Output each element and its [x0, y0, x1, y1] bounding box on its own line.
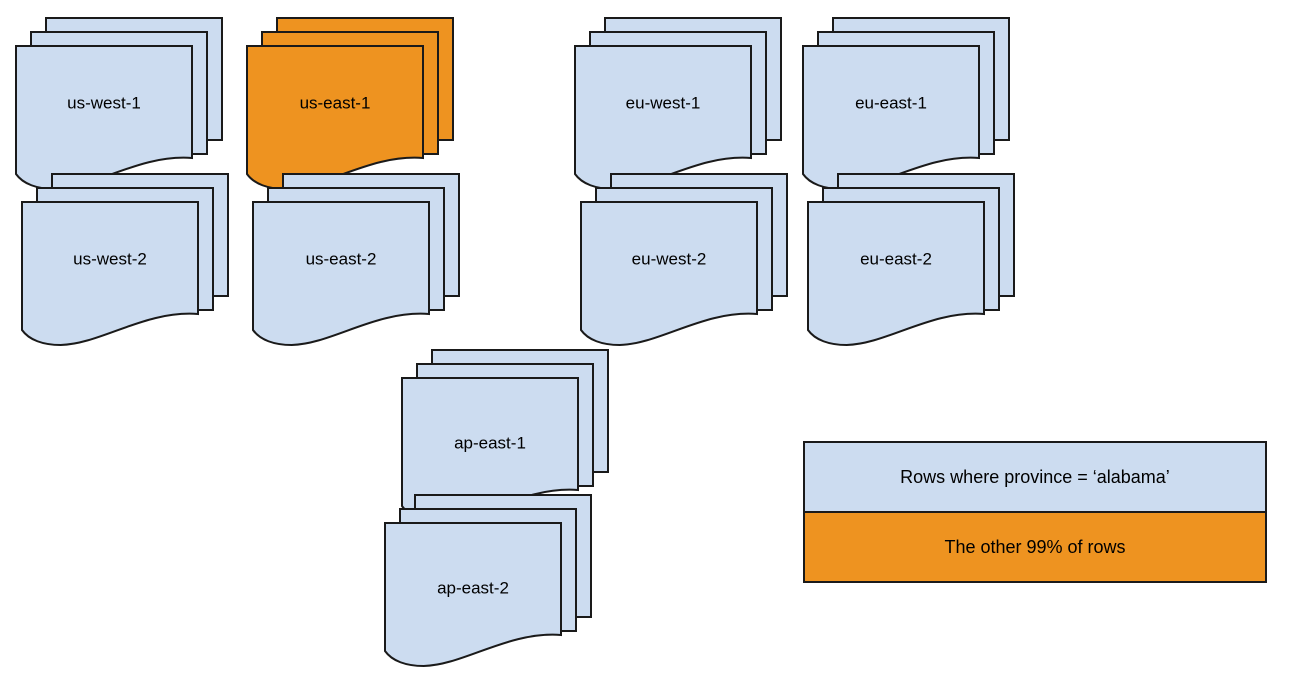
document-stack-eu-east-1[interactable]: eu-east-1 — [802, 17, 1010, 191]
stack-label: ap-east-1 — [454, 433, 526, 452]
legend-swatch-orange — [803, 511, 1267, 583]
stack-front-sheet[interactable] — [252, 201, 430, 347]
document-stacks-layer: us-west-1 us-east-1 eu-west-1 eu-east-1 us-w… — [15, 17, 1015, 668]
stack-front-sheet[interactable] — [384, 522, 562, 668]
document-stack-us-west-2[interactable]: us-west-2 — [21, 173, 229, 347]
stack-front-sheet[interactable] — [807, 201, 985, 347]
document-stack-us-east-2[interactable]: us-east-2 — [252, 173, 460, 347]
document-stack-us-west-1[interactable]: us-west-1 — [15, 17, 223, 191]
stack-label: eu-east-2 — [860, 249, 932, 268]
stack-front-sheet[interactable] — [574, 45, 752, 191]
stack-front-sheet[interactable] — [15, 45, 193, 191]
stack-front-sheet[interactable] — [21, 201, 199, 347]
legend-label-orange: The other 99% of rows — [944, 537, 1125, 557]
stack-label: eu-east-1 — [855, 93, 927, 112]
legend-label-blue: Rows where province = ‘alabama’ — [900, 467, 1170, 487]
stack-label: us-west-2 — [73, 249, 147, 268]
document-stack-ap-east-1[interactable]: ap-east-1 — [401, 349, 609, 523]
legend-swatch-blue — [803, 441, 1267, 513]
document-stack-eu-east-2[interactable]: eu-east-2 — [807, 173, 1015, 347]
legend: Rows where province = ‘alabama’ The other… — [803, 441, 1267, 583]
document-stack-eu-west-1[interactable]: eu-west-1 — [574, 17, 782, 191]
stack-front-sheet[interactable] — [802, 45, 980, 191]
document-stack-eu-west-2[interactable]: eu-west-2 — [580, 173, 788, 347]
stack-label: eu-west-2 — [632, 249, 707, 268]
stack-label: ap-east-2 — [437, 578, 509, 597]
stack-label: eu-west-1 — [626, 93, 701, 112]
document-stack-us-east-1[interactable]: us-east-1 — [246, 17, 454, 191]
stack-label: us-west-1 — [67, 93, 141, 112]
stack-label: us-east-2 — [306, 249, 377, 268]
stack-front-sheet[interactable] — [246, 45, 424, 191]
document-stack-ap-east-2[interactable]: ap-east-2 — [384, 494, 592, 668]
stack-front-sheet[interactable] — [580, 201, 758, 347]
stack-label: us-east-1 — [300, 93, 371, 112]
